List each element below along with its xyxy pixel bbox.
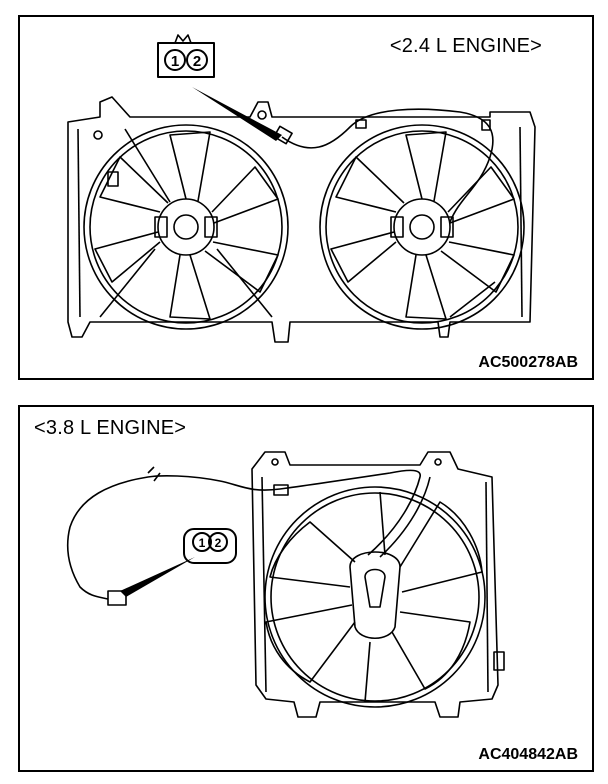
- harness-connector: [273, 125, 293, 145]
- pin-2-label: 2: [193, 53, 201, 70]
- wire-harness: [281, 108, 494, 223]
- fan-shroud: [251, 451, 499, 718]
- figure-code: AC500278AB: [478, 354, 578, 371]
- pin-2-label: 2: [215, 536, 222, 550]
- leader-arrow: [192, 87, 282, 141]
- connector-face: [183, 528, 237, 564]
- fan-hub: [349, 551, 401, 640]
- panel-2-4-engine: 1 2 <2.4 L ENGINE> AC500278AB: [18, 15, 594, 380]
- right-fan-ring: [319, 124, 525, 330]
- pin-1-label: 1: [171, 53, 179, 70]
- twin-fan-diagram: 1 2: [67, 34, 536, 343]
- single-fan-diagram: 1 2: [66, 451, 505, 718]
- engine-label: <3.8 L ENGINE>: [34, 417, 187, 439]
- harness-connector: [107, 590, 127, 606]
- wire-harness: [66, 469, 421, 600]
- leader-arrow: [120, 557, 195, 597]
- left-fan-ring: [83, 124, 289, 330]
- engine-label: <2.4 L ENGINE>: [389, 35, 542, 57]
- connector-face: [157, 42, 215, 78]
- figure-code: AC404842AB: [478, 746, 578, 763]
- fan-ring: [264, 486, 486, 708]
- panel-3-8-engine: 1 2 <3.8 L ENGINE> AC404842AB: [18, 405, 594, 772]
- pin-1-label: 1: [199, 536, 206, 550]
- harness-clip: [273, 484, 289, 496]
